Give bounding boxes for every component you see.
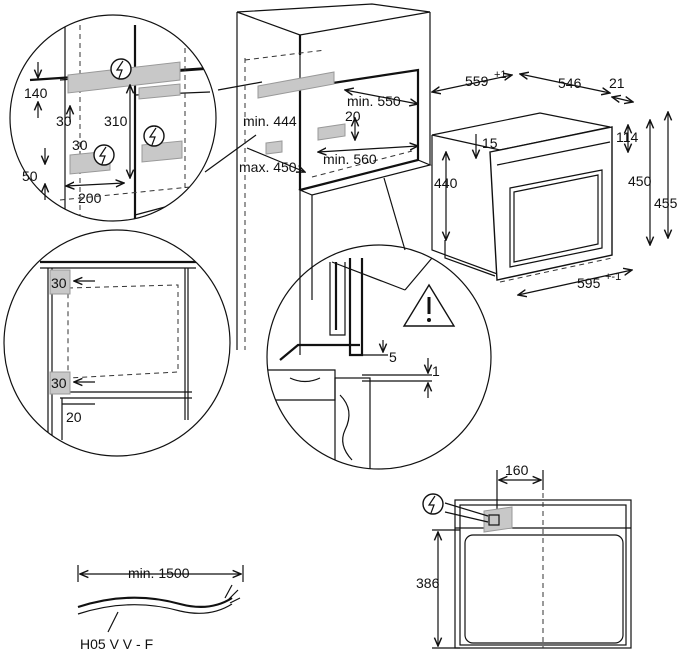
dim-200: 200 [78,190,102,206]
dim-20: 20 [345,108,361,124]
dim-450: 450 [628,173,652,189]
oven-drawing: 559 +1 546 21 114 15 440 450 455 595 +-1 [432,69,678,295]
dim-30-bottom: 30 [51,375,67,391]
dim-min-560: min. 560 [323,151,377,167]
cable-type-label: H05 V V - F [80,636,153,652]
dim-30-lower: 30 [72,137,88,153]
warning-triangle-icon [402,283,456,327]
dim-15: 15 [482,135,498,151]
power-cable-drawing: min. 1500 H05 V V - F [77,565,244,652]
dim-559: 559 [465,73,489,89]
dim-5: 5 [389,349,397,365]
electric-hazard-icon [422,493,444,515]
cabinet-drawing: min. 444 max. 450 min. 550 20 min. 560 [236,3,432,355]
dim-160: 160 [505,462,529,478]
dim-20-bottom: 20 [66,409,82,425]
dim-1: 1 [432,363,440,379]
dim-min-1500: min. 1500 [128,565,190,581]
dim-30-top: 30 [51,275,67,291]
dim-455: 455 [654,195,678,211]
dim-max-450: max. 450 [239,159,297,175]
dim-140: 140 [24,85,48,101]
spacing-zone-top [49,269,71,295]
dim-310: 310 [104,113,128,129]
spacing-zone-bottom [49,371,71,395]
detail-cabinet-spacing-circle: 30 30 20 [3,229,231,457]
dim-595: 595 [577,275,601,291]
detail-shelf-gap-circle: 5 1 [266,177,492,470]
electric-hazard-icon [143,125,165,147]
outlet-box [483,506,513,533]
detail-wall-outlets-circle: 140 30 310 30 50 200 [9,14,217,222]
dim-559-tolerance: +1 [494,69,507,81]
dim-386: 386 [416,575,440,591]
dim-min-550: min. 550 [347,93,401,109]
oven-back-view: 160 386 [416,462,632,649]
dim-440: 440 [434,175,458,191]
dim-114: 114 [616,129,639,145]
dim-546: 546 [558,75,582,91]
dim-595-tolerance: +-1 [605,271,621,283]
electric-hazard-icon [110,58,132,80]
dim-min-444: min. 444 [243,113,297,129]
wooden-shelf [334,377,371,469]
dim-30-upper: 30 [56,113,72,129]
cabinet-outlet-zone [257,71,335,99]
dim-50: 50 [22,168,38,184]
electric-hazard-icon [93,144,115,166]
dim-21: 21 [609,75,625,91]
